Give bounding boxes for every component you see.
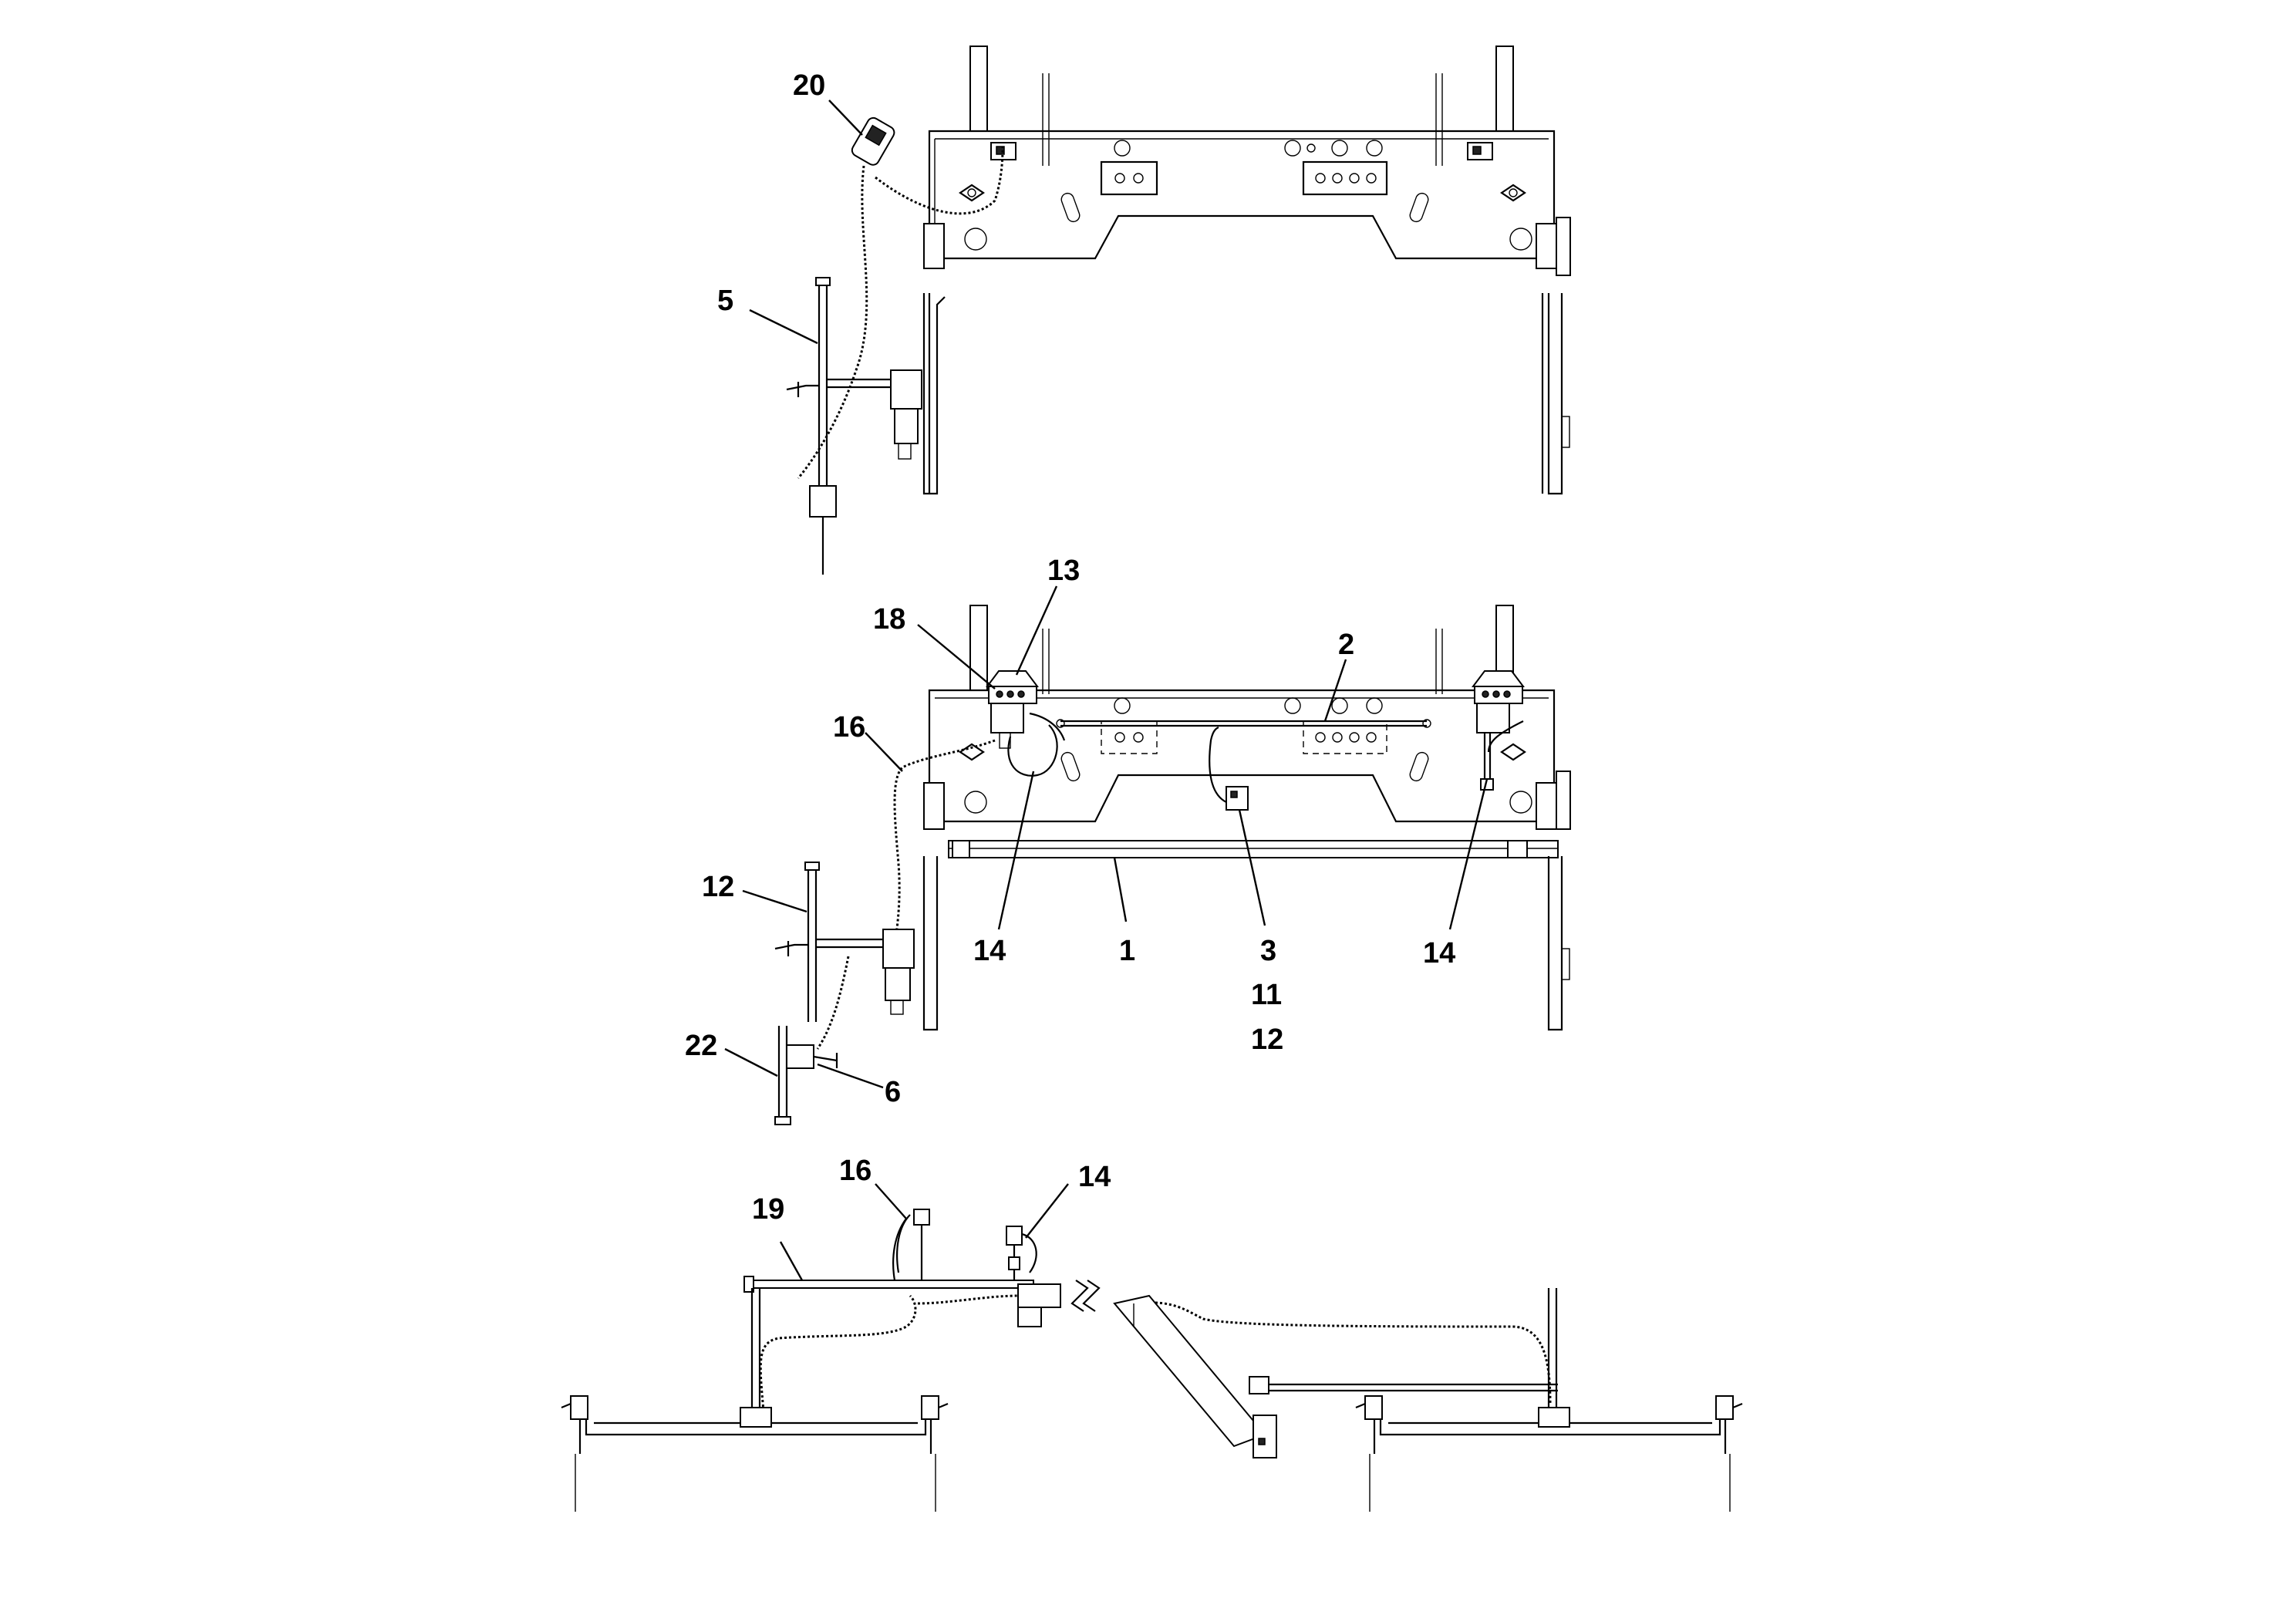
callout-11: 11 [1251,979,1282,1011]
callout-16-middle: 16 [833,711,865,744]
callout-6: 6 [885,1076,901,1108]
callout-20: 20 [793,69,825,102]
callout-12-middle-center: 12 [1251,1023,1283,1056]
view-middle-mechanism [774,862,915,1125]
callout-3: 3 [1260,935,1276,967]
callout-22: 22 [685,1030,717,1062]
callout-14-middle-right: 14 [1423,937,1455,969]
callout-5: 5 [717,285,733,317]
callout-14-bottom: 14 [1078,1161,1111,1193]
callout-12-middle-left: 12 [702,871,734,903]
callout-2: 2 [1338,629,1354,661]
callout-19: 19 [752,1193,784,1226]
leader-lines [724,99,1489,1281]
callout-1: 1 [1119,935,1135,967]
callout-18: 18 [873,603,905,636]
view-top-frame [922,46,1571,495]
callout-13: 13 [1047,555,1080,587]
view-top-mechanism [786,116,1004,575]
callout-14-middle-left: 14 [973,935,1006,967]
callout-labels: 20 5 13 18 2 16 12 14 1 3 11 12 14 22 6 … [685,69,1455,1226]
view-bottom-assembly [561,1209,1743,1512]
view-middle-units [892,670,1525,953]
callout-16-bottom: 16 [839,1155,872,1187]
view-middle-frame [922,605,1571,1031]
